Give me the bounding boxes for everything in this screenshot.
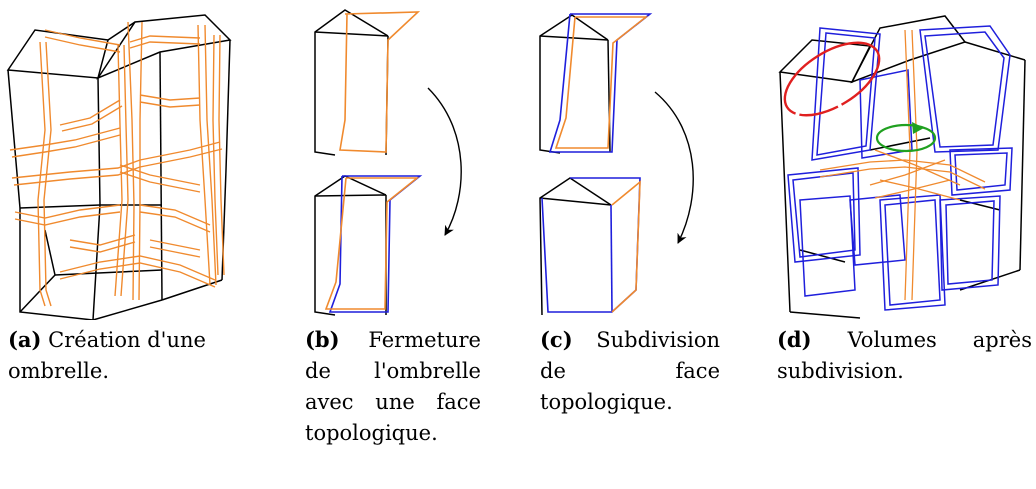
caption-c: (c) Subdivision de face topologique. [540,324,720,418]
panel-b-bottom-black [315,176,386,315]
caption-b: (b) Fermeture de l'ombrelle avec une fac… [305,324,481,449]
panel-c-bottom-black [540,178,611,315]
panel-a-diagram [8,15,230,320]
caption-b-tag: (b) [305,327,340,352]
caption-d: (d) Volumes après subdivision. [777,324,1032,387]
panel-c-arrow [655,92,693,243]
panel-b-arrow [428,88,461,235]
caption-a-tag: (a) [8,327,41,352]
caption-d-text: Volumes après subdivision. [777,328,1032,383]
panel-c-top-umbrella [556,17,646,148]
caption-a: (a) Création d'une ombrelle. [8,324,258,387]
panel-a-umbrella [10,22,224,306]
panel-b-bottom-umbrella [326,178,417,309]
panel-d-blue-volumes [788,26,1012,310]
panel-c-bottom-umbrella [612,182,640,312]
panel-b-top-umbrella [340,12,418,152]
green-arrowhead [912,122,924,134]
panel-d-diagram [773,16,1025,318]
panel-c-top-black [540,15,610,153]
caption-d-tag: (d) [777,327,812,352]
panel-c-bottom-face [542,178,640,312]
panel-b-diagram [315,10,461,315]
figure-canvas [0,0,1036,320]
panel-b-top-black [315,10,388,155]
caption-c-tag: (c) [540,327,573,352]
panel-c-diagram [540,14,693,315]
